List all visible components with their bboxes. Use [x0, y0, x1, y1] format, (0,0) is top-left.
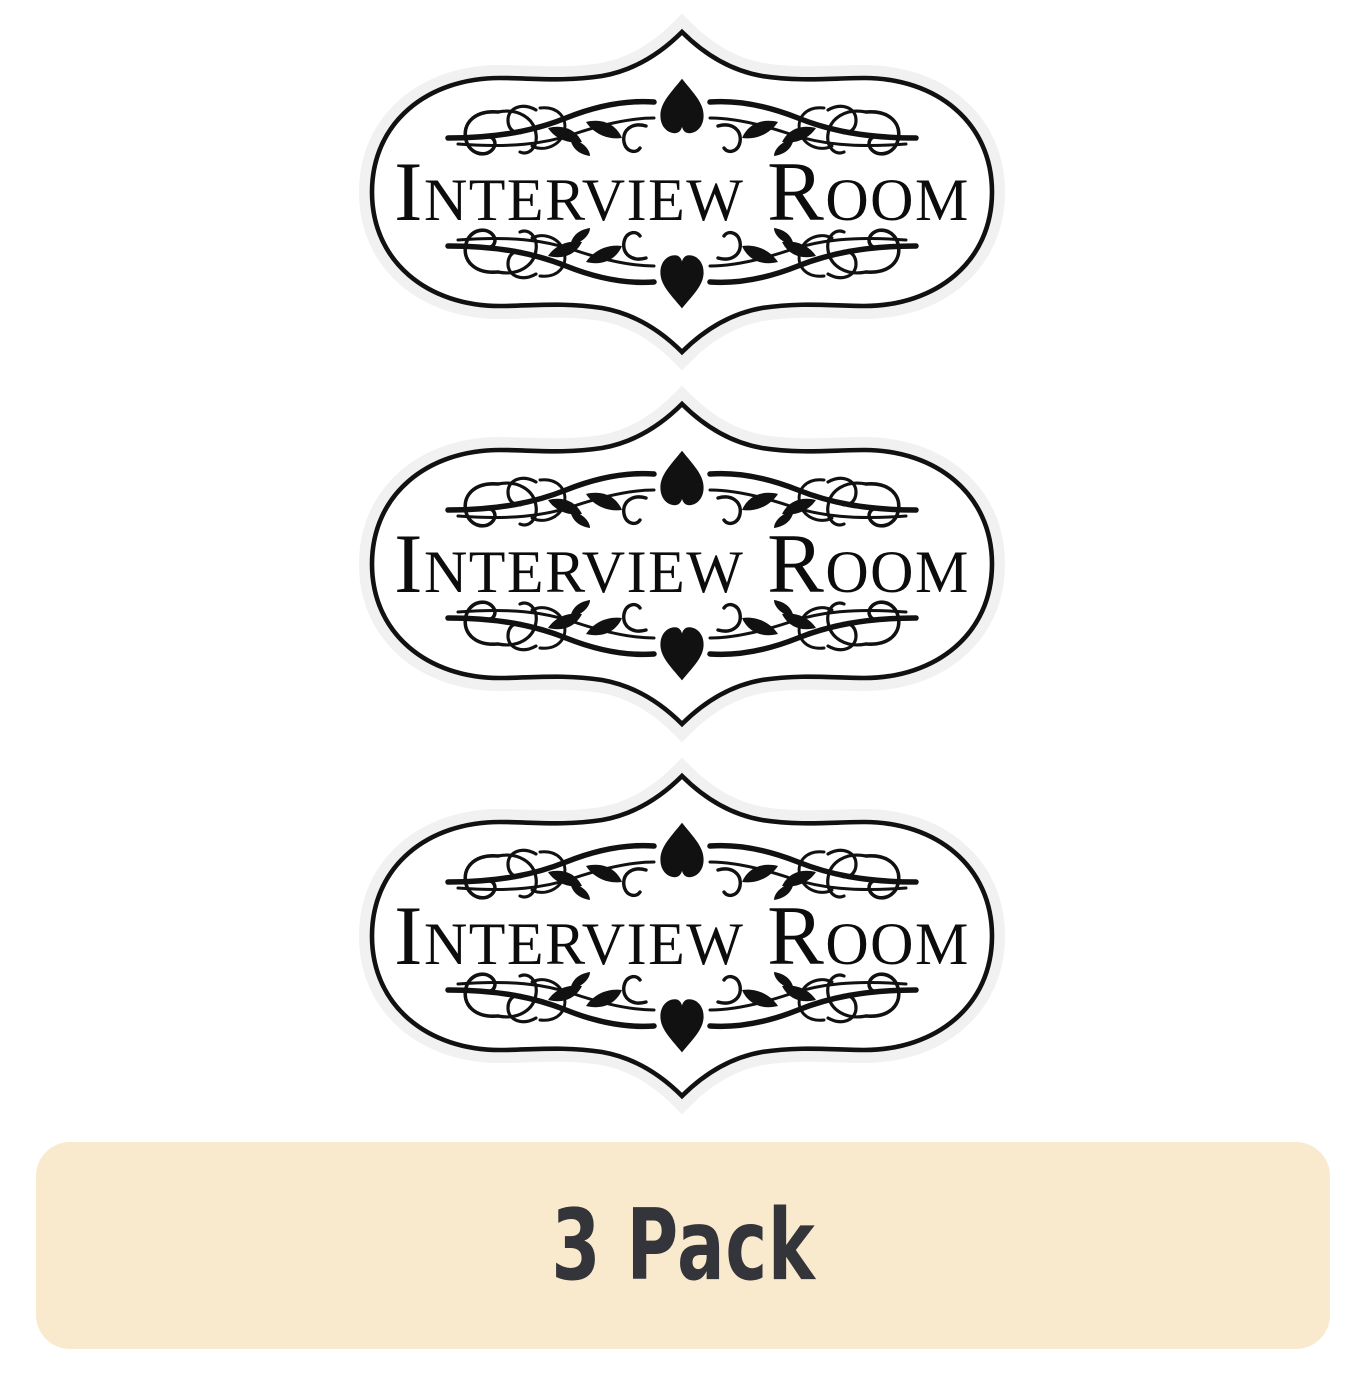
sign-plaque-1[interactable]: Interview Room	[232, 18, 1132, 366]
pack-count-banner: 3 Pack	[36, 1142, 1330, 1349]
sign-plaque-2[interactable]: Interview Room	[232, 390, 1132, 738]
plaque-label: Interview Room	[394, 889, 970, 983]
plaque-label: Interview Room	[394, 517, 970, 611]
pack-count-label: 3 Pack	[550, 1188, 816, 1303]
sign-plaque-3[interactable]: Interview Room	[232, 762, 1132, 1110]
plaque-label: Interview Room	[394, 145, 970, 239]
